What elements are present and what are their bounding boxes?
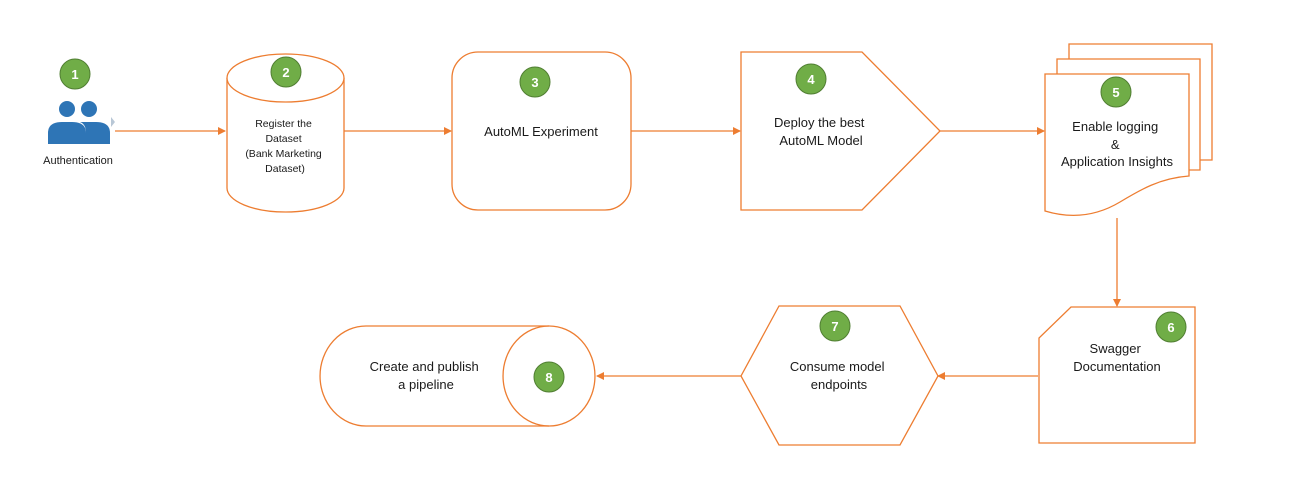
svg-text:8: 8 xyxy=(545,370,552,385)
deploy-pentagon xyxy=(740,51,941,211)
step-6-label: Swagger Documentation xyxy=(1073,341,1160,374)
step-badge-2: 2 xyxy=(270,56,302,88)
step-2-label: Register the Dataset (Bank Marketing Dat… xyxy=(245,118,324,175)
step-consume-endpoints: Consume model endpoints xyxy=(740,305,939,446)
svg-text:7: 7 xyxy=(831,319,838,334)
step-5-label: Enable logging & Application Insights xyxy=(1061,119,1174,169)
pipeline-cylinder-end xyxy=(502,325,550,427)
svg-text:5: 5 xyxy=(1112,85,1119,100)
step-deploy-model: Deploy the best AutoML Model xyxy=(740,51,941,211)
step-enable-logging: Enable logging & Application Insights xyxy=(1044,43,1213,216)
svg-text:6: 6 xyxy=(1167,320,1174,335)
step-badge-5: 5 xyxy=(1100,76,1132,108)
dataset-cylinder-shape xyxy=(226,78,345,213)
svg-text:4: 4 xyxy=(807,72,815,87)
doc-front xyxy=(1044,73,1190,216)
step-authentication: Authentication xyxy=(43,101,115,167)
connectors xyxy=(115,127,1121,380)
step-badge-3: 3 xyxy=(519,66,551,98)
step-4-label: Deploy the best AutoML Model xyxy=(774,115,868,148)
step-badge-7: 7 xyxy=(819,310,851,342)
step-badge-6: 6 xyxy=(1155,311,1187,343)
step-3-label: AutoML Experiment xyxy=(484,124,598,139)
icon-edge-mark xyxy=(111,117,115,127)
step-1-label: Authentication xyxy=(43,155,113,167)
svg-text:3: 3 xyxy=(531,75,538,90)
svg-text:2: 2 xyxy=(282,65,289,80)
step-swagger-docs: Swagger Documentation xyxy=(1038,306,1196,444)
step-7-label: Consume model endpoints xyxy=(790,359,888,392)
step-automl-experiment: AutoML Experiment xyxy=(451,51,632,211)
swagger-card xyxy=(1038,306,1196,444)
consume-hexagon xyxy=(740,305,939,446)
svg-text:1: 1 xyxy=(71,67,78,82)
step-8-label: Create and publish a pipeline xyxy=(370,359,483,392)
experiment-box xyxy=(451,51,632,211)
step-badges: 1 2 3 4 5 6 7 8 xyxy=(59,56,1187,393)
users-icon xyxy=(48,101,110,144)
step-badge-8: 8 xyxy=(533,361,565,393)
step-badge-1: 1 xyxy=(59,58,91,90)
step-badge-4: 4 xyxy=(795,63,827,95)
step-publish-pipeline: Create and publish a pipeline xyxy=(319,325,596,427)
